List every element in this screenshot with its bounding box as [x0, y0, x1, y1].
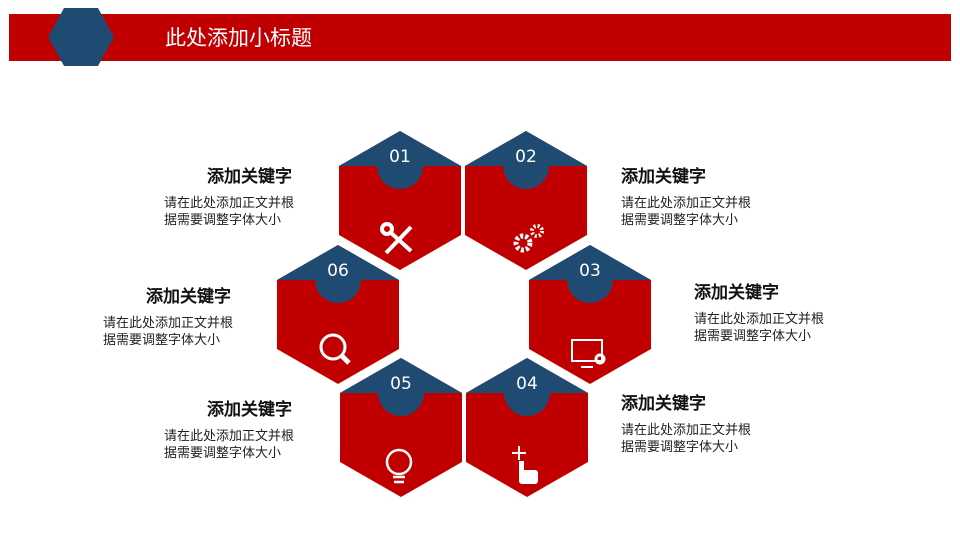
text-block-05: 添加关键字请在此处添加正文并根据需要调整字体大小 — [164, 395, 357, 462]
text-block-01: 添加关键字请在此处添加正文并根据需要调整字体大小 — [164, 162, 357, 229]
item-body: 据需要调整字体大小 — [621, 213, 739, 228]
text-block-02: 添加关键字请在此处添加正文并根据需要调整字体大小 — [621, 162, 771, 229]
step-number: 02 — [515, 147, 537, 167]
step-number: 01 — [389, 147, 411, 167]
item-body: 据需要调整字体大小 — [103, 333, 221, 348]
item-heading: 添加关键字 — [694, 283, 779, 303]
item-body: 请在此处添加正文并根 — [164, 196, 295, 211]
monitor-settings-icon — [571, 339, 606, 368]
hex-02: 02 — [465, 131, 587, 270]
page-title: 此处添加小标题 — [165, 26, 312, 50]
item-heading: 添加关键字 — [207, 400, 292, 420]
item-body: 请在此处添加正文并根 — [164, 429, 295, 444]
item-heading: 添加关键字 — [621, 167, 706, 187]
lightbulb-icon — [385, 448, 413, 484]
header-bar — [9, 14, 951, 61]
item-body: 请在此处添加正文并根 — [694, 312, 825, 327]
header-hexagon — [48, 8, 114, 66]
item-heading: 添加关键字 — [146, 287, 231, 307]
item-body: 据需要调整字体大小 — [621, 440, 739, 455]
item-body: 请在此处添加正文并根 — [621, 423, 752, 438]
hex-04: 04 — [466, 358, 588, 497]
step-number: 04 — [516, 374, 538, 394]
step-number: 03 — [579, 261, 601, 281]
item-body: 据需要调整字体大小 — [164, 446, 282, 461]
hex-03: 03 — [529, 245, 651, 384]
step-number: 06 — [327, 261, 349, 281]
text-block-04: 添加关键字请在此处添加正文并根据需要调整字体大小 — [621, 389, 771, 456]
item-heading: 添加关键字 — [621, 394, 706, 414]
tools-icon — [380, 222, 413, 255]
item-body: 据需要调整字体大小 — [694, 329, 812, 344]
gears-icon — [513, 224, 544, 253]
item-body: 请在此处添加正文并根 — [621, 196, 752, 211]
item-body: 据需要调整字体大小 — [164, 213, 282, 228]
hex-05: 05 — [340, 358, 462, 497]
hand-pointer-icon — [512, 446, 538, 484]
text-block-03: 添加关键字请在此处添加正文并根据需要调整字体大小 — [694, 278, 844, 345]
item-heading: 添加关键字 — [207, 167, 292, 187]
step-number: 05 — [390, 374, 412, 394]
hex-06: 06 — [277, 245, 399, 384]
item-body: 请在此处添加正文并根 — [103, 316, 234, 331]
hex-01: 01 — [339, 131, 461, 270]
text-block-06: 添加关键字请在此处添加正文并根据需要调整字体大小 — [103, 282, 296, 349]
search-icon — [319, 333, 351, 365]
